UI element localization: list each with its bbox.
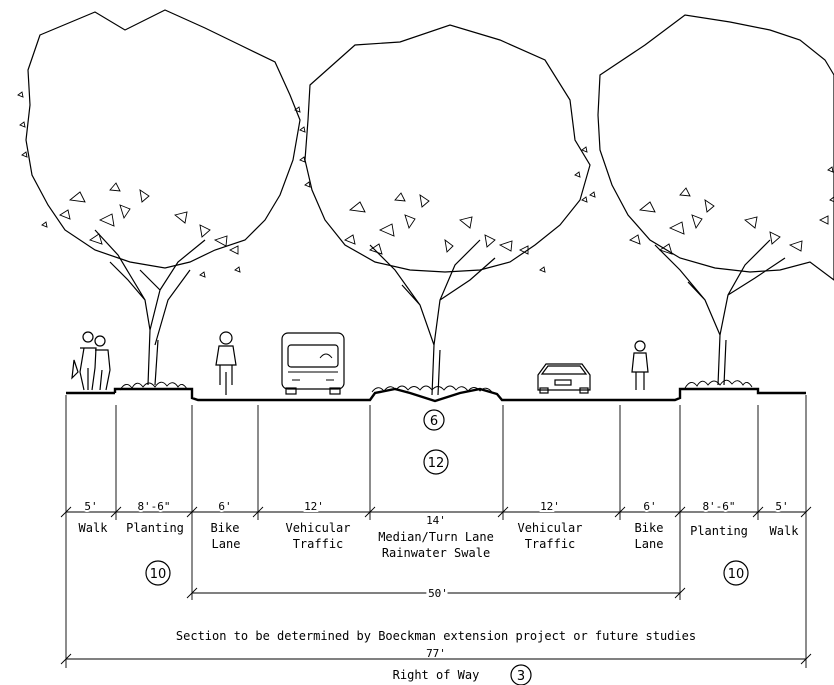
- truck-icon: [281, 332, 345, 395]
- curb-to-curb-dimension: 50': [186, 585, 686, 603]
- section-note: Section to be determined by Boeckman ext…: [176, 629, 696, 643]
- callout-tags: 6 12 10 10 3: [145, 409, 749, 685]
- tag-median-top: 6: [430, 414, 438, 429]
- segment-width: 5': [775, 500, 788, 513]
- segment-widths: 5' 8'-6" 6' 12' 14' 12' 6' 8'-6" 5': [82, 498, 790, 527]
- tree-center: [299, 24, 591, 396]
- tag-circle: [423, 409, 445, 431]
- segment-label: Planting: [690, 524, 748, 538]
- segment-label: Lane: [212, 537, 241, 551]
- segment-label: Planting: [126, 521, 184, 535]
- tag-planting-right: 10: [728, 567, 745, 582]
- cyclist-right-icon: [631, 340, 649, 390]
- tag-circle: [723, 560, 749, 586]
- segment-label: Traffic: [293, 537, 344, 551]
- segment-label: Traffic: [525, 537, 576, 551]
- segment-label: Walk: [79, 521, 109, 535]
- segment-width: 12': [304, 500, 324, 513]
- segment-width: 6': [643, 500, 656, 513]
- segment-dimension-line: [60, 506, 812, 518]
- right-of-way-dimension: 77' Right of Way: [60, 647, 812, 682]
- tree-right: [581, 14, 834, 386]
- segment-label: Vehicular: [517, 521, 582, 535]
- right-of-way-label: Right of Way: [393, 668, 480, 682]
- tag-circle: [145, 560, 171, 586]
- right-of-way-value: 77': [426, 647, 446, 660]
- tag-median-bottom: 12: [428, 456, 445, 471]
- tag-planting-left: 10: [150, 567, 167, 582]
- cyclist-left-icon: [215, 331, 237, 395]
- tag-right-of-way: 3: [517, 669, 525, 684]
- car-icon: [537, 363, 591, 394]
- segment-width: 8'-6": [137, 500, 170, 513]
- shrubs: [119, 379, 753, 393]
- segment-width: 12': [540, 500, 560, 513]
- tag-circle: [423, 449, 449, 475]
- segment-labels: Walk Planting Bike Lane Vehicular Traffi…: [79, 521, 800, 560]
- segment-width: 8'-6": [702, 500, 735, 513]
- pedestrian-couple-icon: [71, 331, 111, 391]
- segment-width: 5': [84, 500, 97, 513]
- segment-label: Walk: [770, 524, 800, 538]
- segment-label: Bike: [211, 521, 240, 535]
- segment-boundary-lines: [65, 395, 807, 668]
- segment-label: Bike: [635, 521, 664, 535]
- segment-width: 6': [218, 500, 231, 513]
- segment-label: Median/Turn Lane: [378, 530, 494, 544]
- segment-label: Lane: [635, 537, 664, 551]
- ground-profile: [66, 387, 806, 403]
- tree-left: [17, 9, 306, 386]
- segment-width: 14': [426, 514, 446, 527]
- segment-label: Rainwater Swale: [382, 546, 490, 560]
- segment-label: Vehicular: [285, 521, 350, 535]
- tag-circle: [510, 664, 532, 685]
- curb-to-curb-value: 50': [428, 587, 448, 600]
